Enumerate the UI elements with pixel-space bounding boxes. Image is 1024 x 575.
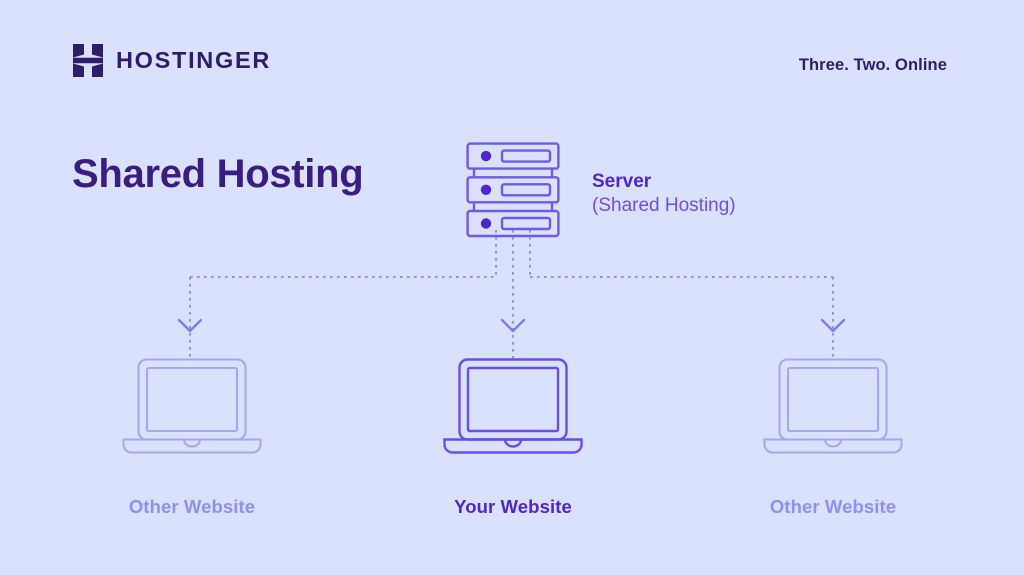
node-your-website: Your Website [413,358,613,518]
node-label: Other Website [128,496,256,517]
server-label-line1: Server [592,171,652,192]
page-title: Shared Hosting [72,151,364,196]
server-label: Server (Shared Hosting) [592,170,736,218]
node-label: Your Website [454,496,572,517]
brand-logo: HOSTINGER [73,44,271,77]
tagline: Three. Two. Online [798,56,947,74]
node-label: Other Website [769,496,897,517]
hostinger-h-logo-icon [73,44,103,77]
connector-lines [177,230,846,360]
laptop-icon [443,358,583,454]
arrow-head-center-icon [500,318,526,333]
arrow-head-left-icon [177,318,203,333]
server-label-line2: (Shared Hosting) [592,194,736,216]
laptop-icon [763,358,903,454]
arrow-head-right-icon [820,318,846,333]
server-rack-icon [466,142,560,238]
server-status-lights-icon [480,150,492,229]
laptop-icon [122,358,262,454]
node-other-website-right: Other Website [733,358,933,518]
brand-name: HOSTINGER [116,46,272,73]
node-other-website-left: Other Website [92,358,292,518]
